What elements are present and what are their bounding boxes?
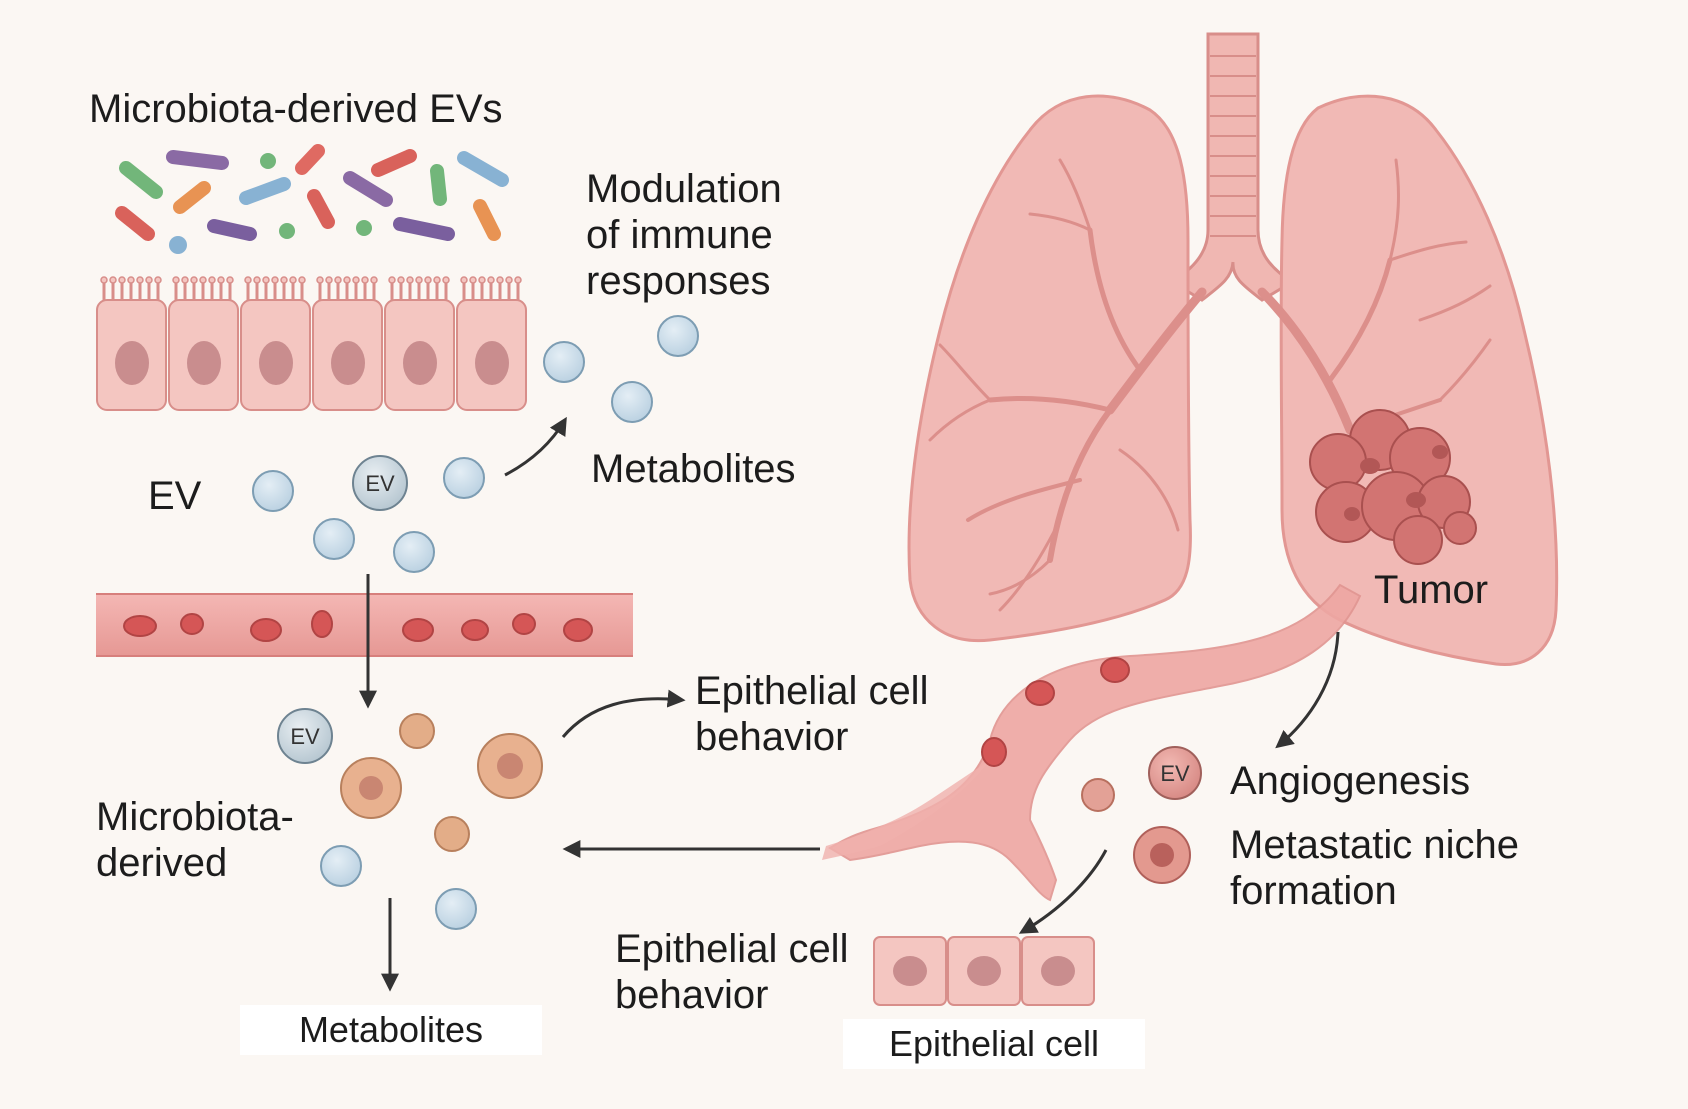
metastatic-cell [1133,826,1191,884]
lung-left [907,94,1192,643]
ev-badge-label: EV [290,724,320,749]
label-microbiota-evs: Microbiota-derived EVs [89,87,503,131]
epithelial-cell [456,276,527,411]
arrow-to-epithelial-cell [1018,849,1108,934]
red-blood-cell [250,618,282,642]
epithelial-cell [168,276,239,411]
bacterium [343,171,393,207]
vesicle [313,518,355,560]
epithelial-cell [312,276,383,411]
vessel-branch [828,583,1362,902]
red-blood-cell [1025,680,1055,706]
red-blood-cell [512,613,536,635]
vesicle [393,531,435,573]
ev-badges: EV EV EV [277,455,1202,800]
vesicle [320,845,362,887]
bacterium [473,199,501,241]
red-blood-cells [123,610,593,642]
label-angiogenesis: Angiogenesis [1230,759,1471,803]
label-epithelial-cell: Epithelial cell [843,1019,1145,1069]
tumor-secretions [1081,778,1191,884]
epithelial-cell [240,276,311,411]
bacterium [307,189,335,229]
red-blood-cell [563,618,593,642]
blood-vessel-band [96,593,633,657]
bacterium [166,150,229,170]
vesicle [543,341,585,383]
bacteria-cluster [115,144,509,254]
tumor [1309,409,1477,565]
label-modulation-immune: Modulation of immune responses [586,167,782,303]
epithelial-cell [384,276,455,411]
lungs [907,32,1559,666]
red-blood-cell [1100,657,1130,683]
arrow-to-angiogenesis [1275,631,1340,749]
ev-badge-label: EV [365,471,395,496]
gut-epithelium [96,276,527,411]
arrow-to-metabolites [504,416,567,477]
vesicle [611,381,653,423]
metabolite-cell-large [477,733,543,799]
red-blood-cell [981,737,1007,767]
red-blood-cell [123,615,157,637]
label-epithelial-behavior-bottom: Epithelial cell behavior [615,927,849,1017]
metabolite-cell-small [434,816,470,852]
bronchial-tree [928,158,1492,612]
label-tumor: Tumor [1374,568,1489,612]
trachea [1169,32,1295,302]
epithelial-cells-bottom [873,936,1095,1006]
ev-badge: EV [1148,746,1202,800]
bacterium [457,151,509,187]
bacterium [173,181,211,214]
red-blood-cell [311,610,333,638]
bacterium [279,223,295,239]
bacterium [239,177,291,205]
ev-badge-label: EV [1160,761,1190,786]
epithelial-cell [96,276,167,411]
bacterium [393,217,455,241]
bacterium [260,153,276,169]
arrows [359,416,1340,992]
vesicle [435,888,477,930]
label-metabolites-top: Metabolites [591,447,796,491]
arrow-to-epithelial-behavior [561,689,686,738]
red-blood-cell [461,619,489,641]
trachea-rings [1210,55,1256,237]
bacterium [371,149,417,177]
tumor-blood-vessel [822,583,1362,902]
ev-badge: EV [277,708,333,764]
bacterium [169,236,187,254]
vesicle [657,315,699,357]
epithelial-cell [1021,936,1095,1006]
bacterium [115,206,155,241]
metabolite-cell-large [340,757,402,819]
red-blood-cell [402,618,434,642]
epithelial-cell [873,936,947,1006]
bacterium [119,161,163,199]
label-metastatic-niche: Metastatic niche formation [1230,823,1520,913]
vesicle [252,470,294,512]
vesicle [443,457,485,499]
metabolite-cell-small [399,713,435,749]
bacterium [295,144,325,175]
bacterium [356,220,372,236]
label-metabolites-bottom: Metabolites [240,1005,542,1055]
metabolite-cells [340,713,543,852]
blood-vessel [96,594,633,656]
red-blood-cell [180,613,204,635]
epithelial-cell [947,936,1021,1006]
bacterium [430,164,447,206]
label-microbiota-derived: Microbiota- derived [96,795,294,885]
vesicles [252,315,699,930]
bacterium [207,219,257,241]
ev-badge: EV [352,455,408,511]
label-ev: EV [148,474,202,518]
label-epithelial-behavior-mid: Epithelial cell behavior [695,669,929,759]
